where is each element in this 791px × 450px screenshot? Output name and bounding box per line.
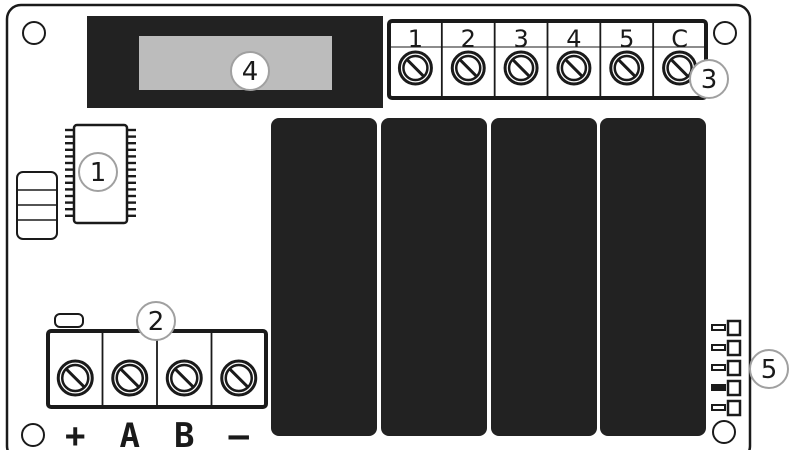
relay-terminal-label-2: 2 (461, 25, 476, 53)
callout-label-2: 2 (148, 307, 165, 337)
bus-terminal-label-plus: + (65, 416, 85, 450)
relay-terminal-label-3: 3 (513, 25, 528, 53)
bus-terminal-screw-plus (56, 359, 94, 397)
relay-terminal-screw-C (662, 50, 698, 86)
relay-1 (271, 118, 377, 436)
mounting-hole-top-right (713, 21, 737, 45)
bus-terminal-screw-a (111, 359, 149, 397)
relay-4 (600, 118, 706, 436)
relay-terminal-screw-3 (503, 50, 539, 86)
relay-terminal-screw-1 (397, 50, 433, 86)
relay-terminal-label-1: 1 (408, 25, 423, 53)
callout-label-3: 3 (701, 65, 718, 95)
relay-terminal-label-4: 4 (566, 25, 581, 53)
callout-2: 2 (136, 301, 176, 341)
header-pins (711, 319, 742, 417)
header-pin-1 (711, 319, 742, 337)
callout-label-4: 4 (242, 57, 259, 87)
callout-3: 3 (689, 59, 729, 99)
bus-terminal-screw-b (165, 359, 203, 397)
status-led (54, 313, 84, 328)
callout-1: 1 (78, 152, 118, 192)
relay-terminal-block: 1 2 3 4 5 C (387, 19, 708, 100)
mounting-hole-bottom-left (21, 423, 45, 447)
relay-terminal-screw-4 (556, 50, 592, 86)
header-pin-4 (711, 379, 742, 397)
header-pin-3 (711, 359, 742, 377)
callout-4: 4 (230, 51, 270, 91)
relay-2 (381, 118, 487, 436)
mounting-hole-top-left (22, 21, 46, 45)
callout-label-1: 1 (90, 158, 107, 188)
bus-terminal-label-a: A (120, 416, 140, 450)
relay-terminal-label-C: C (671, 25, 688, 53)
callout-5: 5 (749, 349, 789, 389)
mounting-hole-bottom-right (712, 420, 736, 444)
header-pin-5 (711, 399, 742, 417)
relay-terminal-label-5: 5 (619, 25, 634, 53)
bus-terminal-block (46, 329, 268, 409)
relay-terminal-screw-5 (609, 50, 645, 86)
bus-terminal-screw-minus (220, 359, 258, 397)
bus-terminal-label-minus: – (229, 416, 250, 450)
relay-3 (491, 118, 597, 436)
relay-terminal-screw-2 (450, 50, 486, 86)
callout-label-5: 5 (761, 355, 778, 385)
microcontroller-chip (16, 123, 136, 240)
bus-terminal-label-b: B (174, 416, 194, 450)
header-pin-2 (711, 339, 742, 357)
